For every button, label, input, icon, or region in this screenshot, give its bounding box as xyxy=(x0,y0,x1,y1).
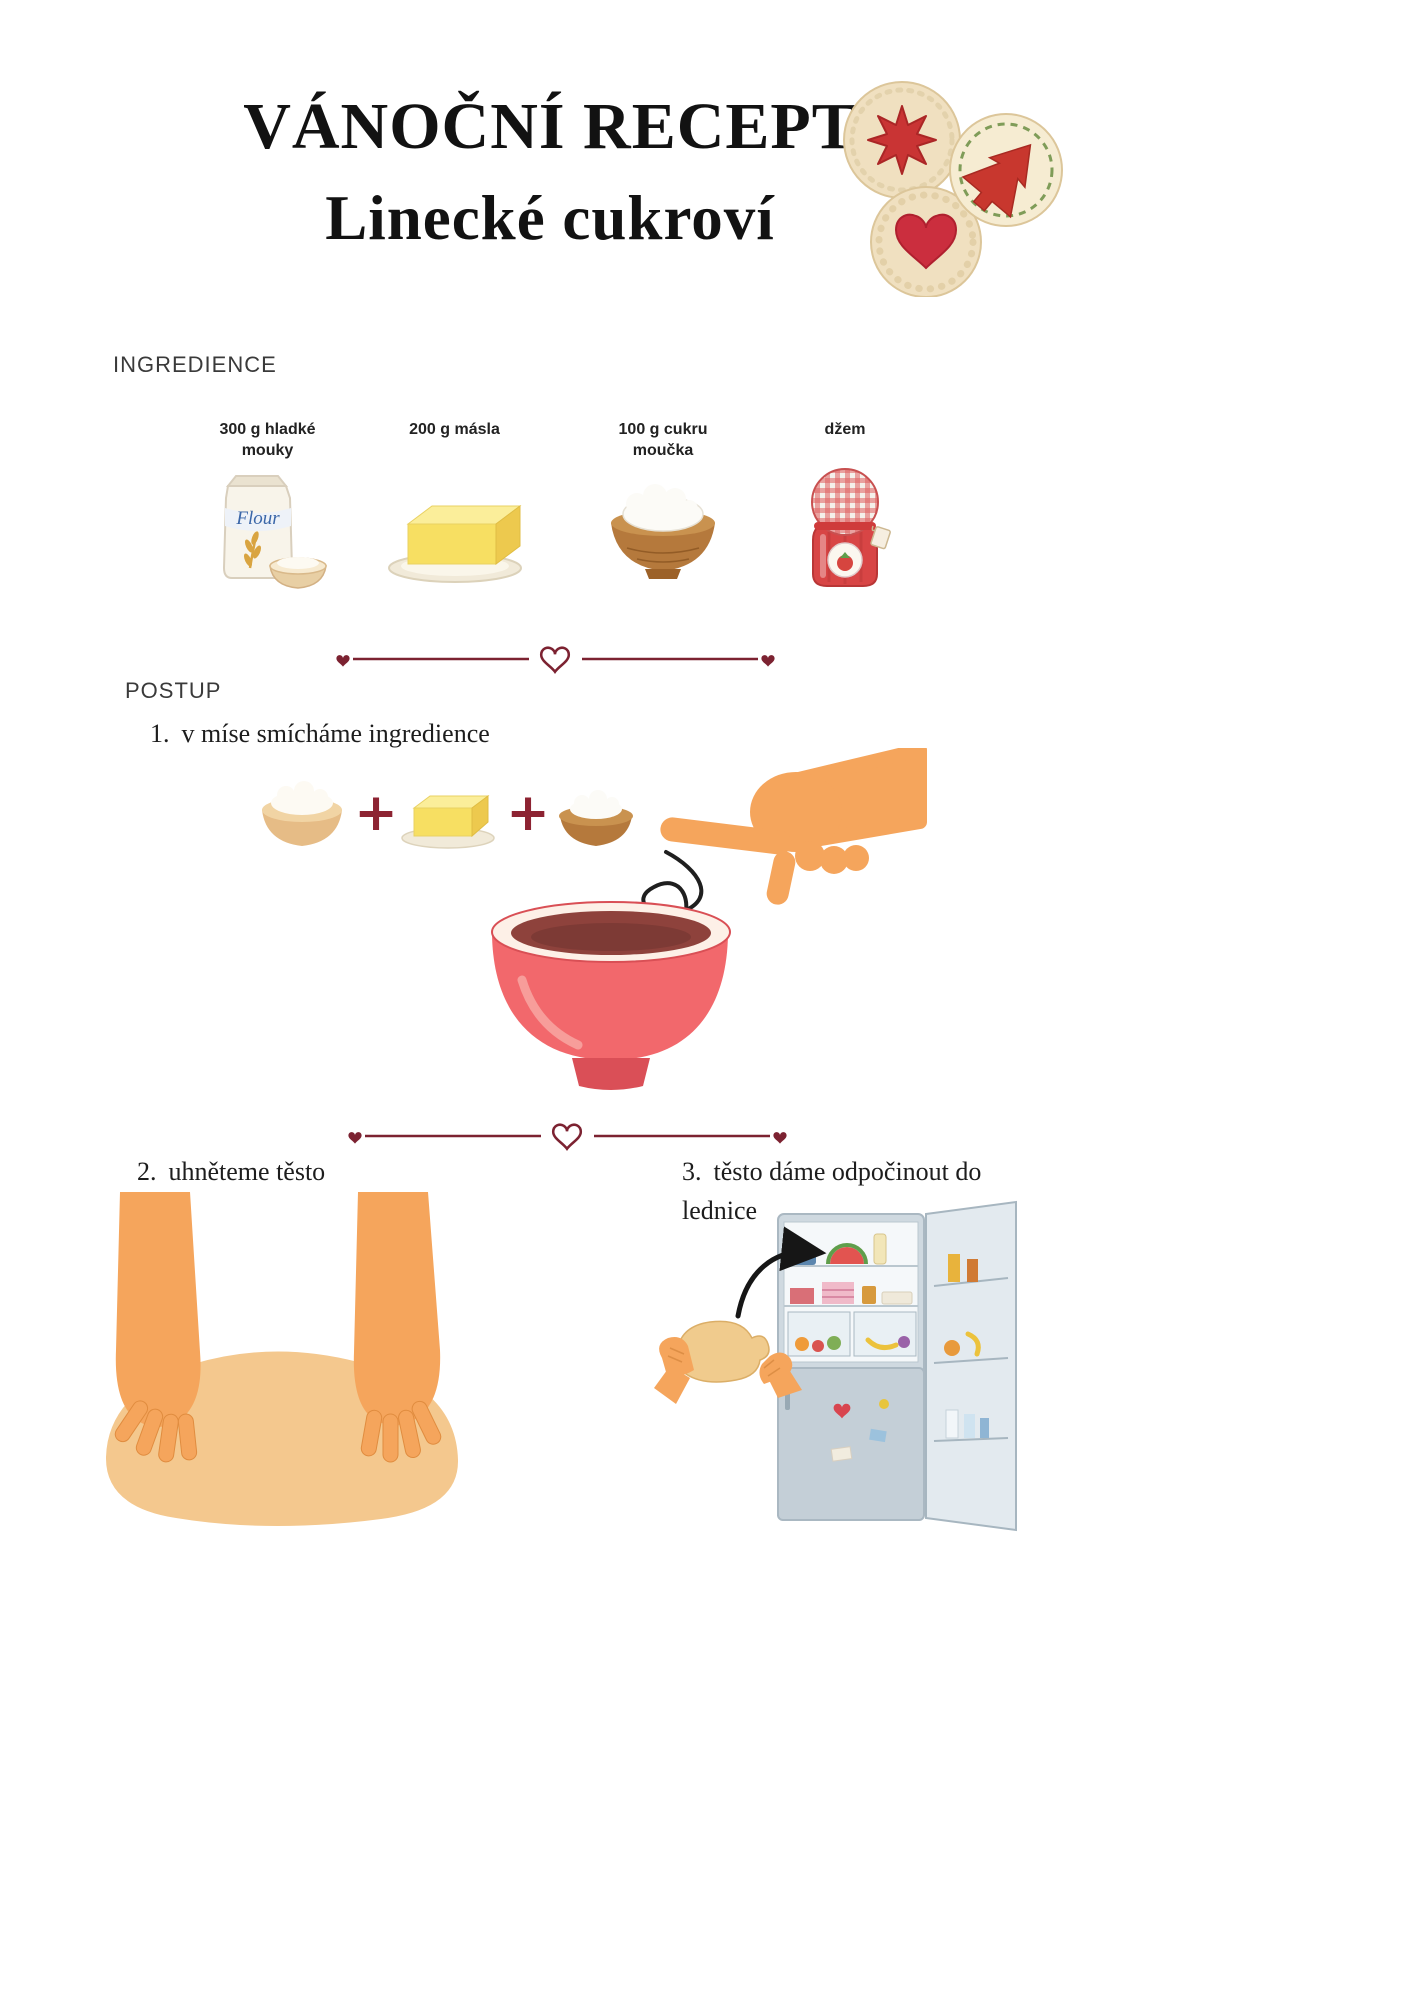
plus-sign: + xyxy=(506,783,550,843)
heart-icon xyxy=(336,655,350,667)
ingredient-label: džem xyxy=(824,421,866,438)
heart-icon xyxy=(551,1123,583,1152)
butter-icon xyxy=(387,505,522,583)
step-1-text: 1. v míse smícháme ingredience xyxy=(150,714,490,753)
ingredient-item-jam: džem xyxy=(765,420,925,593)
ingredient-item-butter: 200 g másla xyxy=(372,420,537,585)
heart-icon xyxy=(773,1132,787,1144)
step-number: 3. xyxy=(682,1157,702,1186)
powdered-sugar-bowl-icon xyxy=(559,790,633,846)
right-hand-icon xyxy=(353,1192,442,1463)
heart-divider xyxy=(348,1123,787,1152)
step-description: v míse smícháme ingredience xyxy=(181,719,490,748)
steps-heading: POSTUP xyxy=(125,678,222,703)
heart-cookie-icon xyxy=(870,186,982,297)
title-line-1: VÁNOČNÍ RECEPT xyxy=(243,90,857,163)
step-number: 1. xyxy=(150,719,170,748)
plus-sign: + xyxy=(354,783,398,843)
step-description: těsto dáme odpočinout do lednice xyxy=(682,1157,982,1225)
butter-small-icon xyxy=(401,795,495,849)
ingredient-item-sugar: 100 g cukru moučka xyxy=(578,420,748,582)
dough-to-fridge-illustration xyxy=(654,1200,1017,1532)
ingredient-label: 100 g cukru moučka xyxy=(618,421,708,459)
heart-icon xyxy=(539,646,571,675)
step-2-text: 2. uhněteme těsto xyxy=(137,1152,325,1191)
left-hand-icon xyxy=(114,1192,201,1463)
star-cookie-icon xyxy=(843,81,961,199)
title-line-2: Linecké cukroví xyxy=(325,183,775,254)
heart-icon xyxy=(761,655,775,667)
step-description: uhněteme těsto xyxy=(168,1157,326,1186)
tree-cookie-icon xyxy=(949,113,1063,227)
ingredient-label: 300 g hladké mouky xyxy=(219,421,316,459)
christmas-cookies-illustration xyxy=(843,81,1063,297)
flour-bag-text: Flour xyxy=(235,508,280,529)
flour-bowl-icon xyxy=(262,781,342,846)
jam-jar-icon xyxy=(811,468,891,587)
mixing-ingredients-illustration: + + xyxy=(262,748,927,1090)
red-mixing-bowl-icon xyxy=(491,901,731,1090)
ingredient-label: 200 g másla xyxy=(409,421,500,438)
sugar-bowl-icon xyxy=(611,484,715,579)
fridge-icon xyxy=(777,1200,1017,1532)
pointing-hand-icon xyxy=(660,748,927,905)
kneading-dough-illustration xyxy=(105,1192,459,1526)
ingredients-heading: INGREDIENCE xyxy=(113,352,277,377)
heart-divider xyxy=(336,646,775,675)
heart-icon xyxy=(348,1132,362,1144)
ingredient-item-flour: 300 g hladké mouky Flour xyxy=(185,420,350,590)
page-title: VÁNOČNÍ RECEPT Linecké cukroví xyxy=(120,90,980,254)
step-3-text: 3.těsto dáme odpočinout do lednice xyxy=(682,1152,1012,1230)
flour-bag-icon: Flour xyxy=(222,475,327,589)
hands-holding-dough-icon xyxy=(654,1320,802,1404)
arrow-icon xyxy=(735,1226,827,1319)
step-number: 2. xyxy=(137,1157,157,1186)
